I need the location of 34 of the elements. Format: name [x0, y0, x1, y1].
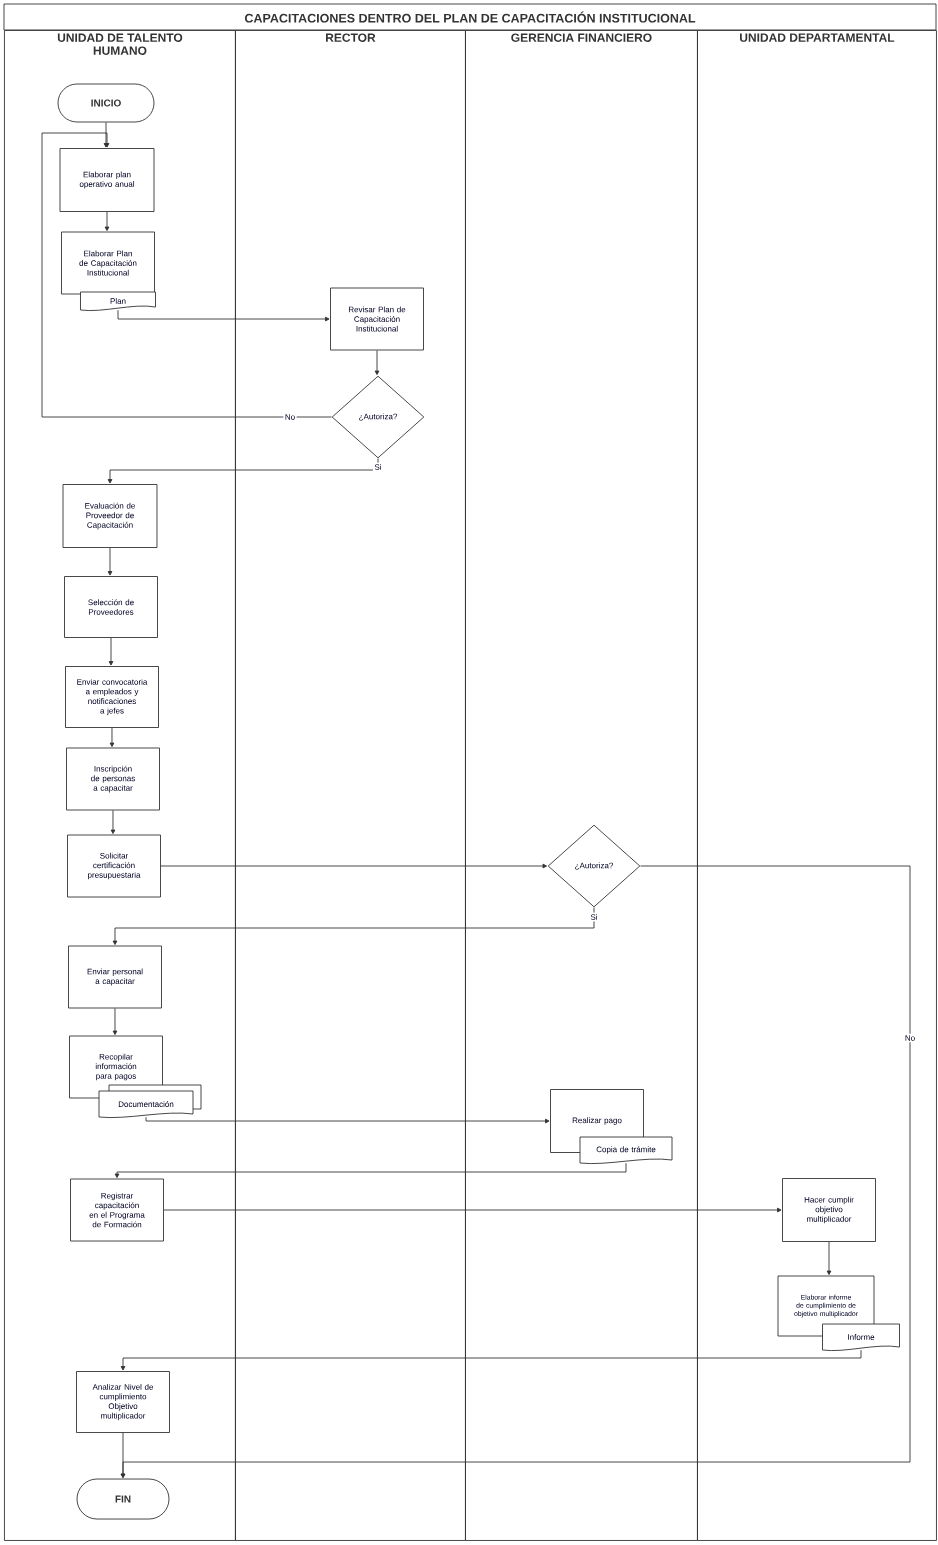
process-box: Enviar personal a capacitar: [68, 945, 162, 1009]
process-box: Elaborar plan operativo anual: [59, 148, 155, 212]
process-box: Analizar Nivel de cumplimiento Objetivo multiplicador: [76, 1371, 170, 1433]
process-box: Inscripción de personas a capacitar: [66, 747, 160, 811]
arrow: [112, 907, 595, 945]
arrow: [108, 637, 114, 666]
arrow: [110, 810, 116, 834]
edge-label: No: [283, 412, 297, 422]
arrow: [374, 350, 380, 375]
arrow: [826, 1241, 832, 1275]
arrow: [145, 1116, 550, 1124]
process-box: Registrar capacitación en el Programa de Formación: [70, 1178, 164, 1242]
arrow: [160, 863, 547, 869]
edge-label: No: [903, 1033, 917, 1043]
process-box: Enviar convocatoria a empleados y notificaciones a jefes: [65, 666, 159, 728]
arrow: [104, 211, 110, 231]
arrow: [120, 1349, 862, 1371]
arrow: [112, 1008, 118, 1035]
arrow: [163, 1207, 782, 1213]
arrow: [107, 547, 113, 576]
edge-label: Si: [372, 462, 384, 472]
process-box: Selección de Proveedores: [64, 576, 158, 638]
edge-label: Si: [588, 912, 600, 922]
process-box: Evaluación de Proveedor de Capacitación: [62, 484, 158, 548]
process-box: Revisar Plan de Capacitación Institucional: [330, 287, 424, 351]
arrow: [109, 727, 115, 747]
process-box: Hacer cumplir objetivo multiplicador: [782, 1178, 876, 1242]
arrow: [120, 1432, 126, 1478]
arrow: [114, 1162, 627, 1178]
process-box: Solicitar certificación presupuestaria: [67, 834, 161, 898]
arrow: [41, 132, 332, 418]
title-bar: CAPACITACIONES DENTRO DEL PLAN DE CAPACITACIÓN INSTITUCIONAL: [3, 3, 937, 31]
arrow: [107, 458, 379, 484]
arrow: [117, 309, 330, 322]
